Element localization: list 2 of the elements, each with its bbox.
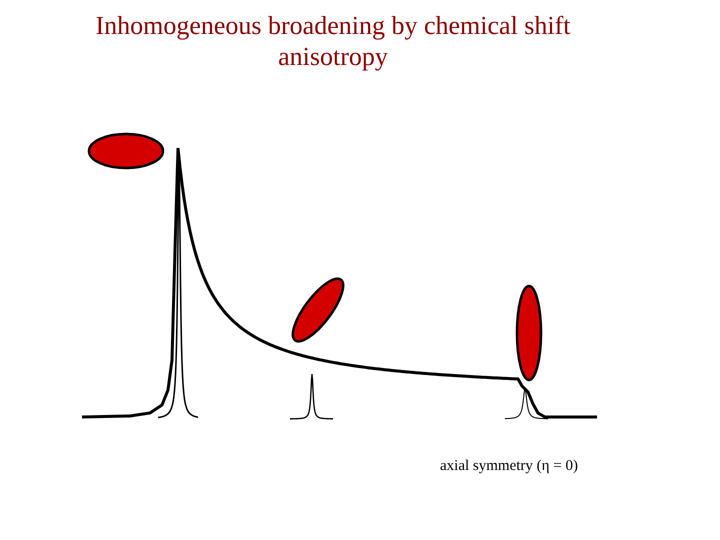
title: Inhomogeneous broadening by chemical shift anisotropy — [94, 10, 572, 72]
annotation: axial symmetry (η = 0) — [440, 458, 579, 475]
